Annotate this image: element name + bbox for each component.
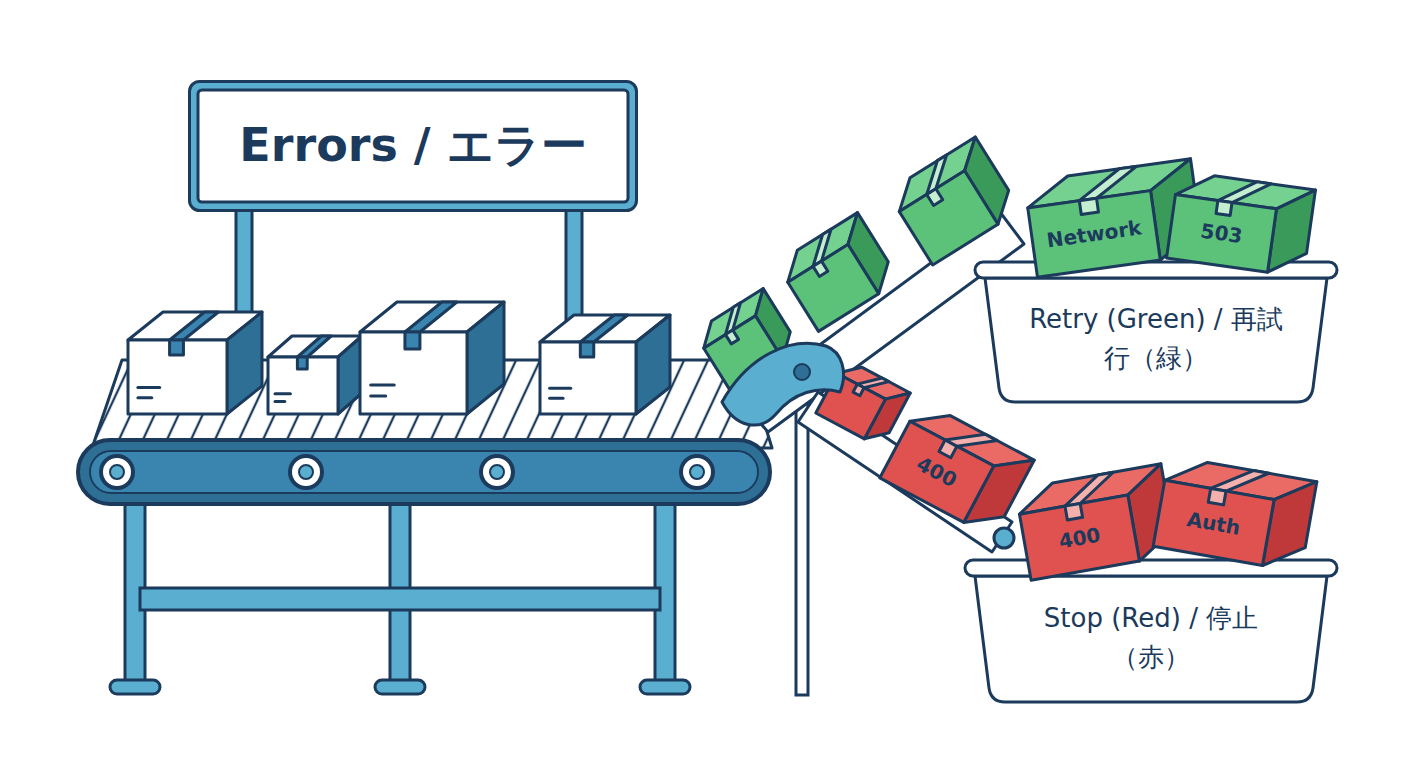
stop-parcel: Auth <box>1153 456 1317 573</box>
belt-parcel <box>360 302 504 414</box>
box-front <box>540 342 636 414</box>
roller-hub <box>690 465 704 479</box>
box-side <box>636 315 670 414</box>
parcel-label: Network <box>1045 215 1143 252</box>
chute-parcel <box>776 213 900 332</box>
box-front <box>1167 195 1277 273</box>
box-label-line <box>550 387 571 390</box>
bin-body <box>975 576 1327 702</box>
parcel-label: 400 <box>1057 522 1102 553</box>
box-front <box>1019 495 1139 580</box>
box-label-line <box>371 395 386 398</box>
chute-parcels <box>694 137 1021 448</box>
box-tape <box>1061 472 1118 506</box>
sorting-bin: Retry (Green) / 再試行（緑）Network503 <box>975 262 1337 402</box>
diverter-flap <box>722 343 844 425</box>
sorting-bin: Stop (Red) / 停止（赤）400Auth <box>965 560 1337 702</box>
belt-body <box>78 440 770 504</box>
box-tape <box>853 384 864 396</box>
belt-parcel <box>540 315 670 414</box>
bin-body <box>985 278 1327 402</box>
parcel-label: Auth <box>1185 506 1242 539</box>
box-front <box>268 357 338 414</box>
roller <box>290 456 322 488</box>
box-tape <box>297 357 307 369</box>
box-side <box>227 312 262 414</box>
sorter-pole <box>796 385 808 695</box>
box-tape <box>580 342 593 357</box>
text-area: Errors / エラー <box>198 90 628 202</box>
box-tape <box>170 312 219 340</box>
conveyor-foot <box>110 680 160 694</box>
conveyor-foot <box>375 680 425 694</box>
belt-band <box>90 451 758 493</box>
parcel <box>1167 171 1316 277</box>
bin-label: Stop (Red) / 停止（赤） <box>1024 599 1279 677</box>
box-front <box>1153 480 1274 565</box>
chute-roller <box>994 528 1014 548</box>
box-tape <box>725 330 738 344</box>
box-label-line <box>138 396 152 399</box>
stop-parcel: 400 <box>880 400 1034 538</box>
box-label-line <box>550 397 563 400</box>
roller-hub <box>490 465 504 479</box>
box-tape <box>170 340 184 355</box>
diverter-pivot <box>794 364 810 380</box>
box-tape <box>1208 488 1226 504</box>
bin-rim <box>965 560 1337 576</box>
box-tape <box>405 302 457 332</box>
parcel <box>1015 464 1177 580</box>
roller-hub <box>110 465 124 479</box>
roller <box>101 456 133 488</box>
conveyor-foot <box>640 680 690 694</box>
box-label-line <box>138 386 160 389</box>
retry-parcel: 503 <box>1167 171 1316 277</box>
chute-parcel <box>887 137 1021 265</box>
box-tape <box>927 189 943 206</box>
parcel <box>880 400 1034 538</box>
box-label-line <box>275 392 290 395</box>
text-area: Stop (Red) / 停止（赤） <box>965 582 1337 694</box>
roller <box>681 456 713 488</box>
box-front <box>360 332 467 414</box>
box-tape <box>297 336 331 357</box>
sign-frame <box>190 82 637 211</box>
box-front <box>1028 191 1161 278</box>
box-label-line <box>371 383 395 386</box>
box-label-line <box>275 400 285 403</box>
belt-parcel <box>268 336 362 414</box>
box-tape <box>1216 201 1232 216</box>
parcel <box>1153 456 1317 573</box>
roller <box>481 456 513 488</box>
box-tape <box>1065 503 1083 519</box>
box-front <box>128 340 227 414</box>
box-tape <box>939 440 957 458</box>
box-front <box>899 171 998 265</box>
parcel-label: 400 <box>913 451 961 492</box>
box-side <box>338 336 362 414</box>
sign-panel <box>198 90 628 202</box>
belt-parcel <box>128 312 262 414</box>
sign-board: Errors / エラー <box>188 80 638 212</box>
box-tape <box>1079 198 1098 214</box>
box-side <box>467 302 504 414</box>
parcel-label: 503 <box>1199 219 1244 249</box>
belt-parcels <box>128 302 670 414</box>
box-tape <box>405 332 420 349</box>
sign-title: Errors / エラー <box>239 118 586 173</box>
box-tape <box>580 315 627 342</box>
box-front <box>788 245 879 332</box>
box-tape <box>1076 166 1140 200</box>
conveyor-crossbar <box>140 588 660 610</box>
bin-label: Retry (Green) / 再試行（緑） <box>1029 300 1284 378</box>
text-area: Retry (Green) / 再試行（緑） <box>975 284 1337 394</box>
roller-hub <box>299 465 313 479</box>
box-tape <box>813 261 828 276</box>
